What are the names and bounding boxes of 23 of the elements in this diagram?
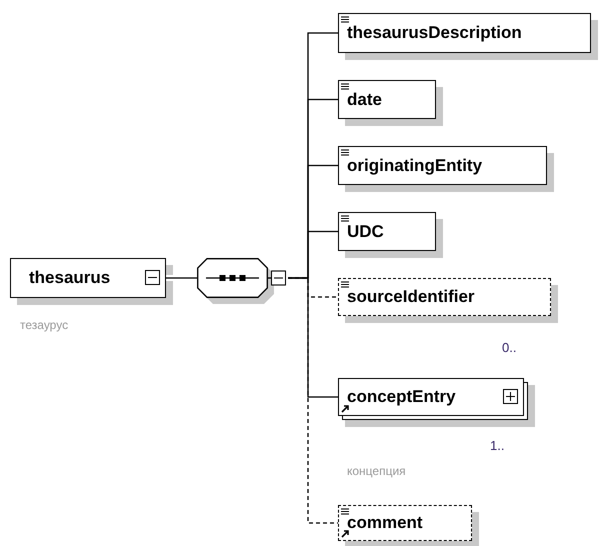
occurrence-label: 0.. xyxy=(502,339,516,357)
element-box xyxy=(338,212,436,251)
element-name: UDC xyxy=(347,220,384,243)
element-box xyxy=(338,13,591,53)
element-name: originatingEntity xyxy=(347,154,482,177)
occurrence-label: 1.. xyxy=(490,437,504,455)
connector-line xyxy=(166,277,197,279)
element-box xyxy=(338,505,472,541)
element-name: conceptEntry xyxy=(347,386,456,408)
annotation-text: концепция xyxy=(347,463,406,480)
element-name: comment xyxy=(347,512,423,534)
element-name: thesaurus xyxy=(28,267,110,290)
element-box xyxy=(338,278,551,316)
element-box xyxy=(338,146,547,185)
connector-line xyxy=(288,277,338,524)
annotation-text: тезаурус xyxy=(20,317,68,334)
element-name: sourceIdentifier xyxy=(347,286,475,308)
element-box xyxy=(338,378,524,416)
element-name: thesaurusDescription xyxy=(347,22,522,44)
element-box xyxy=(338,80,436,119)
element-box xyxy=(10,258,166,298)
sequence-compositor xyxy=(197,258,288,304)
element-name: date xyxy=(347,88,382,111)
